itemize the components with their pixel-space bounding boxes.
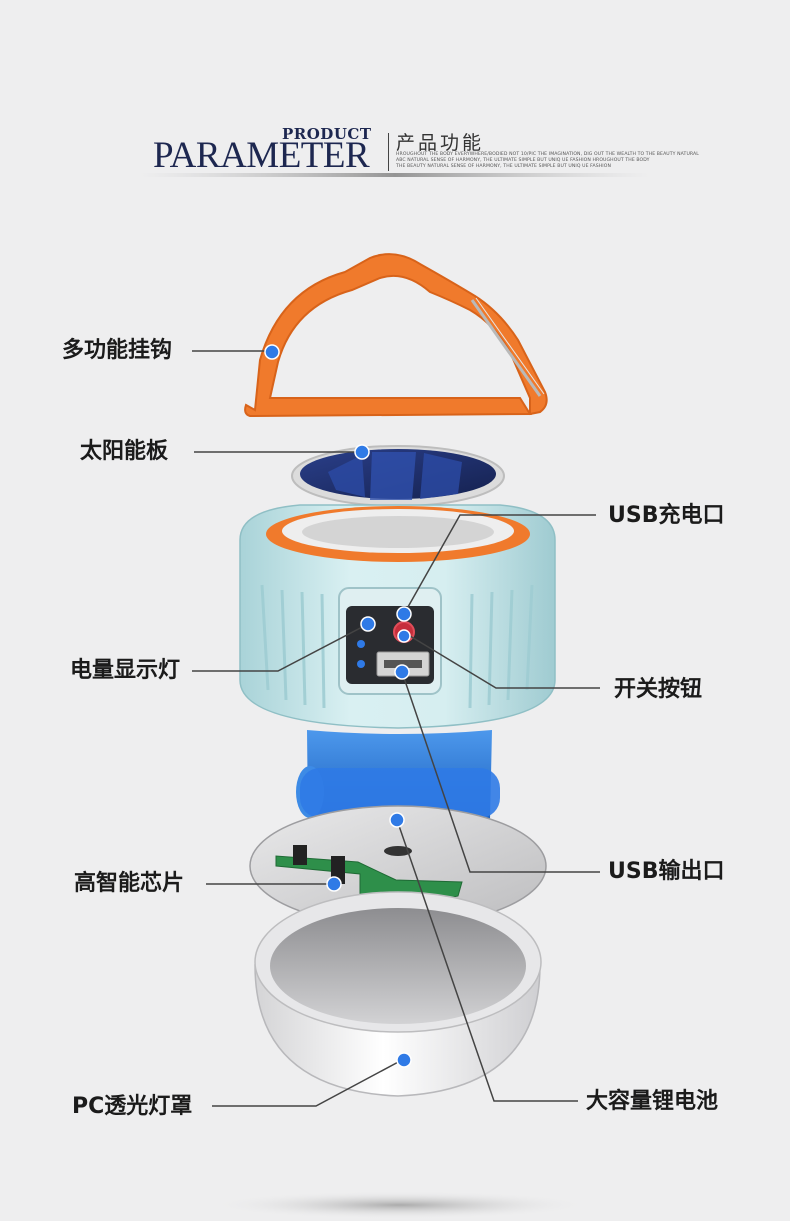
leader-indicator xyxy=(192,623,369,672)
callout-solar-panel: 太阳能板 xyxy=(80,439,169,464)
callout-hook: 多功能挂钩 xyxy=(62,338,173,363)
header-underline-shadow xyxy=(140,173,650,177)
leader-usb-output xyxy=(401,671,600,873)
hook-part xyxy=(244,253,548,418)
callout-smart-chip: 高智能芯片 xyxy=(74,871,185,896)
floor-shadow xyxy=(210,1191,590,1219)
marker-usb-charge xyxy=(396,606,412,622)
header-fine-print-1: HROUGHOUT THE BODY EVERYWHERE/BODIED NOT… xyxy=(396,152,699,157)
pc-shade-part xyxy=(254,891,542,1097)
header-product-word: PRODUCT xyxy=(282,125,372,143)
marker-indicator xyxy=(360,616,376,632)
battery-part xyxy=(296,730,500,820)
marker-solar xyxy=(354,444,370,460)
marker-switch xyxy=(397,629,411,643)
marker-usb-output xyxy=(394,664,410,680)
leader-battery xyxy=(396,819,578,1102)
callout-power-switch: 开关按钮 xyxy=(614,677,703,702)
header-divider xyxy=(388,133,389,171)
callout-pc-shade: PC透光灯罩 xyxy=(72,1094,193,1119)
header-parameter-word: PARAMETER xyxy=(153,135,370,176)
callout-battery: 大容量锂电池 xyxy=(586,1089,719,1114)
leader-usb-charge xyxy=(403,514,596,615)
header-fine-print-2: ABC NATURAL SENSE OF HARMONY, THE ULTIMA… xyxy=(396,158,650,163)
callout-usb-charge-port: USB充电口 xyxy=(608,503,725,528)
marker-chip xyxy=(326,876,342,892)
callout-usb-output-port: USB输出口 xyxy=(608,859,725,884)
solar-panel-part xyxy=(291,445,505,507)
marker-shade xyxy=(396,1052,412,1068)
header-title-cn: 产品功能 xyxy=(396,132,485,154)
header-fine-print-3: THE BEAUTY NATURAL SENSE OF HARMONY, THE… xyxy=(396,164,611,169)
callout-battery-indicator: 电量显示灯 xyxy=(70,658,181,683)
marker-battery xyxy=(389,812,405,828)
leader-switch xyxy=(409,635,600,689)
marker-hook xyxy=(264,344,280,360)
leader-shade xyxy=(212,1059,403,1107)
